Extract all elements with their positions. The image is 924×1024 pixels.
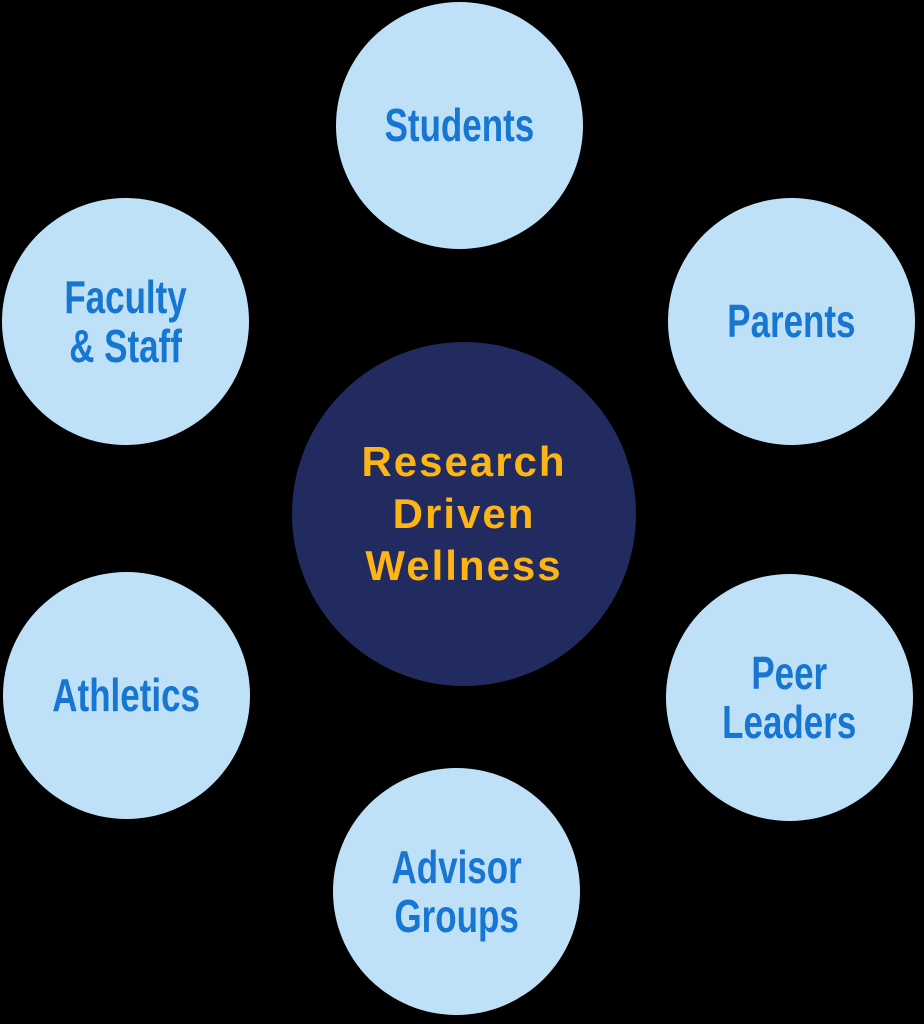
node-label-athletics: Athletics [52,669,201,722]
center-circle-research-driven-wellness: Research Driven Wellness [292,342,636,686]
node-circle-athletics: Athletics [3,572,250,819]
node-label-faculty-staff: Faculty & Staff [64,271,187,372]
node-circle-peer-leaders: Peer Leaders [666,574,913,821]
node-circle-parents: Parents [668,198,915,445]
node-label-peer-leaders: Peer Leaders [722,647,857,748]
node-circle-advisor-groups: Advisor Groups [333,768,580,1015]
node-circle-students: Students [336,2,583,249]
node-label-parents: Parents [727,295,856,348]
node-circle-faculty-staff: Faculty & Staff [2,198,249,445]
center-label: Research Driven Wellness [361,438,567,589]
node-label-advisor-groups: Advisor Groups [391,841,522,942]
node-label-students: Students [384,99,535,152]
